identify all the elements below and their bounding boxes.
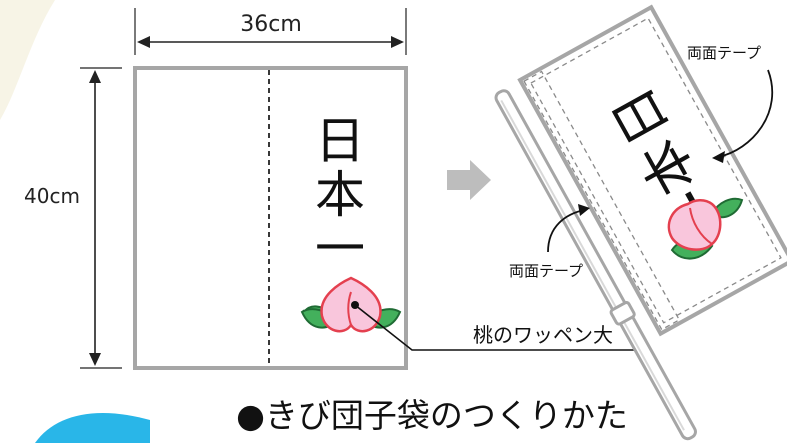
flag-peach-patch — [667, 197, 744, 260]
height-label: 40cm — [24, 184, 80, 208]
tape-leader-bottom-arrowhead — [578, 204, 590, 216]
flat-title-char-3: 一 — [315, 220, 365, 278]
patch-leader-line — [354, 304, 650, 351]
flat-sheet-group: 36cm 40cm 日 本 一 桃のワッペン大 — [24, 8, 650, 370]
tape-leader-top-arrowhead — [712, 151, 725, 163]
tape-label-bottom: 両面テープ — [509, 262, 583, 280]
corner-tint — [0, 0, 55, 120]
tape-leader-bottom — [547, 209, 585, 253]
width-label: 36cm — [240, 12, 302, 37]
tape-label-top: 両面テープ — [687, 44, 761, 62]
height-arrowhead-top — [89, 70, 101, 83]
flag-pole — [494, 89, 697, 441]
flag-banner: 日 本 — [517, 4, 787, 337]
width-arrowhead-right — [391, 36, 404, 48]
tape-outline-sleeve — [523, 70, 681, 331]
flag-group: 日 本 両面テープ 両面テープ — [494, 4, 787, 441]
pole-highlight — [500, 99, 685, 431]
width-arrowhead-left — [137, 36, 150, 48]
pole-shaft — [494, 89, 697, 441]
height-arrowhead-bottom — [89, 353, 101, 366]
caption-title: ●きび団子袋のつくりかた — [236, 396, 628, 435]
peach-patch — [300, 276, 402, 333]
flag-peach-crease — [689, 207, 713, 245]
flat-title-char-1: 日 — [315, 112, 365, 170]
cyan-corner-shape — [35, 413, 150, 443]
tape-outline-inner — [529, 17, 782, 324]
pole-joint — [609, 301, 636, 326]
tape-leader-top — [717, 69, 774, 158]
peach-crease — [347, 291, 352, 326]
patch-label: 桃のワッペン大 — [473, 323, 613, 347]
transform-arrow — [447, 160, 491, 200]
banner-cloth — [517, 4, 787, 337]
flat-title-char-2: 本 — [315, 166, 365, 224]
